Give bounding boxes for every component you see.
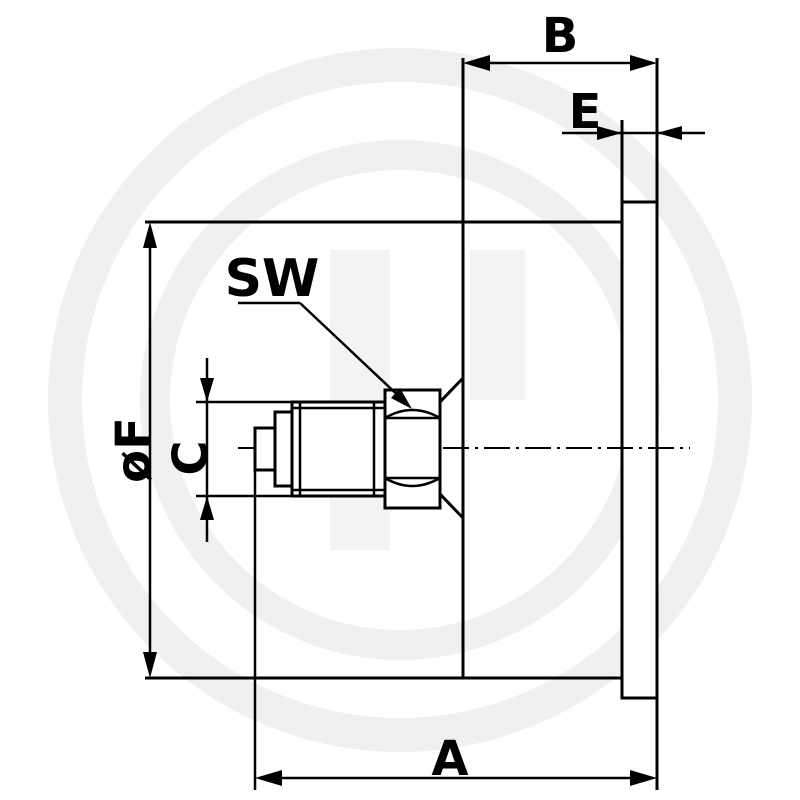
threaded-shank — [290, 400, 387, 498]
label-A: A — [431, 731, 468, 787]
dimension-F — [143, 222, 157, 678]
watermark-logo — [48, 48, 752, 752]
nipple — [253, 426, 277, 472]
dimension-E — [562, 126, 705, 140]
sw-leader — [238, 301, 412, 409]
connection-stem — [253, 376, 465, 520]
hex-nut — [383, 388, 442, 510]
label-B: B — [542, 8, 579, 64]
front-flange — [620, 200, 659, 700]
label-SW: SW — [225, 249, 320, 309]
label-C: C — [163, 440, 219, 475]
gauge-body — [145, 58, 659, 790]
label-F: øF — [106, 417, 162, 483]
label-E: E — [569, 84, 602, 140]
dimension-A — [253, 470, 657, 790]
dimension-B — [463, 55, 657, 71]
dimension-C — [196, 358, 292, 542]
